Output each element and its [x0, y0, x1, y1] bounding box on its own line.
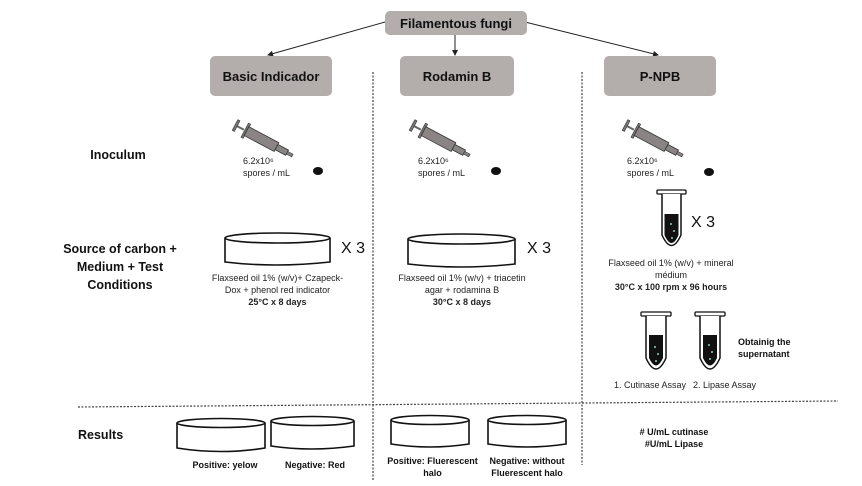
result-line: Fluerescent halo [491, 468, 563, 478]
inoculum-unit: spores / mL [418, 168, 466, 178]
conditions-text-rodamin: Flaxseed oil 1% (w/v) + triacetin agar +… [392, 272, 532, 308]
root-node-label: Filamentous fungi [400, 15, 512, 31]
drop-icon [313, 167, 323, 175]
conditions-line: médium [654, 270, 687, 280]
result-rodamin-positive: Positive: Fluerescent halo [385, 455, 480, 479]
assay-label-lipase: 2. Lipase Assay [693, 380, 757, 390]
conditions-line: Flaxseed oil 1% (w/v)+ Czapeck- [211, 273, 344, 283]
test-tube-icon [640, 311, 672, 370]
arrow-to-pnpb [524, 21, 659, 57]
replicate-count-rodamin: X 3 [527, 240, 552, 257]
method-box-rodamin-b: Rodamin B [400, 56, 514, 96]
inoculum-unit: spores / mL [243, 168, 291, 178]
results-divider [77, 400, 839, 408]
result-basic-negative: Negative: Red [284, 460, 346, 470]
result-line: halo [423, 468, 442, 478]
petri-dish-icon [176, 417, 266, 453]
row-label-source: Source of carbon + Medium + Test Conditi… [50, 240, 190, 294]
inoculum-text-basic: 6.2x10⁶ spores / mL [243, 155, 290, 179]
syringe-icon [621, 119, 684, 158]
inoculum-text-pnpb: 6.2x10⁶ spores / mL [627, 155, 674, 179]
row-label-inoculum: Inoculum [90, 148, 146, 162]
row-label-line: Conditions [87, 278, 153, 292]
inoculum-unit: spores / mL [627, 168, 675, 178]
drop-icon [704, 168, 714, 176]
result-rodamin-negative: Negative: without Fluerescent halo [482, 455, 572, 479]
petri-dish-icon [487, 414, 567, 448]
conditions-text-basic: Flaxseed oil 1% (w/v)+ Czapeck- Dox + ph… [205, 272, 350, 308]
root-node-box: Filamentous fungi [385, 11, 527, 35]
result-line: # U/mL cutinase [639, 427, 709, 437]
row-label-results: Results [78, 428, 124, 442]
assay-label-cutinase: 1. Cutinase Assay [614, 380, 687, 390]
drop-icon [491, 167, 501, 175]
result-line: #U/mL Lipase [644, 439, 704, 449]
row-label-line: Medium + Test [76, 260, 164, 274]
inoculum-concentration: 6.2x10⁶ [418, 156, 449, 166]
inoculum-text-rodamin: 6.2x10⁶ spores / mL [418, 155, 465, 179]
petri-dish-icon [224, 232, 331, 266]
result-line: Positive: Fluerescent [387, 456, 478, 466]
inoculum-concentration: 6.2x10⁶ [627, 156, 658, 166]
petri-dish-icon [270, 415, 355, 450]
arrow-to-basic [267, 21, 386, 57]
syringe-icon [408, 119, 471, 158]
method-label: P-NPB [639, 68, 681, 84]
petri-dish-icon [390, 414, 470, 448]
conditions-line: Flaxseed oil 1% (w/v) + triacetin [398, 273, 526, 283]
result-pnpb: # U/mL cutinase #U/mL Lipase [634, 426, 714, 450]
conditions-line: agar + rodamina B [424, 285, 500, 295]
method-label: Rodamin B [422, 68, 492, 84]
row-label-line: Source of carbon + [63, 242, 177, 256]
conditions-text-pnpb: Flaxseed oil 1% (w/v) + mineral médium 3… [606, 257, 736, 293]
result-basic-positive: Positive: yelow [192, 460, 258, 470]
supernatant-label: Obtainig the supernatant [738, 336, 791, 360]
conditions-temp: 25°C x 8 days [248, 297, 307, 307]
conditions-line: Dox + phenol red indicator [224, 285, 331, 295]
inoculum-concentration: 6.2x10⁶ [243, 156, 274, 166]
test-tube-icon [656, 189, 687, 247]
conditions-temp: 30°C x 100 rpm x 96 hours [614, 282, 728, 292]
method-box-p-npb: P-NPB [604, 56, 716, 96]
test-tube-icon [694, 311, 726, 370]
syringe-icon [231, 119, 294, 158]
method-label: Basic Indicador [222, 68, 320, 84]
result-line: Negative: without [489, 456, 565, 466]
supernatant-line: supernatant [738, 349, 790, 359]
method-box-basic-indicador: Basic Indicador [210, 56, 332, 96]
petri-dish-icon [407, 233, 516, 268]
replicate-count-pnpb: X 3 [691, 214, 716, 231]
conditions-line: Flaxseed oil 1% (w/v) + mineral [608, 258, 734, 268]
supernatant-line: Obtainig the [738, 337, 791, 347]
conditions-temp: 30°C x 8 days [432, 297, 492, 307]
replicate-count-basic: X 3 [341, 240, 366, 257]
